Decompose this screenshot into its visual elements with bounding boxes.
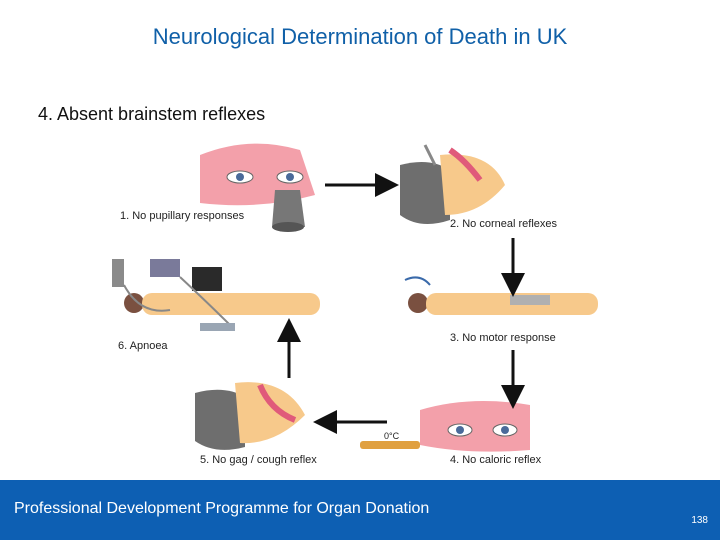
caloric-illustration [360,401,530,452]
step-5-label: 5. No gag / cough reflex [200,454,317,466]
brainstem-reflex-diagram: 1. No pupillary responses 2. No corneal … [112,143,598,466]
footer-bar: Professional Development Programme for O… [0,480,720,540]
slide-title: Neurological Determination of Death in U… [152,24,568,49]
corneal-illustration [400,144,505,224]
apnoea-illustration [112,259,320,331]
footer-text: Professional Development Programme for O… [14,500,430,517]
step-4-label: 4. No caloric reflex [450,454,542,466]
temperature-label: 0°C [384,431,400,441]
pupillary-illustration [200,143,315,232]
page-number: 138 [691,515,708,526]
gag-illustration [195,382,305,450]
step-6-label: 6. Apnoea [118,340,168,352]
step-3-label: 3. No motor response [450,332,556,344]
step-2-label: 2. No corneal reflexes [450,218,557,230]
motor-illustration [404,276,598,315]
step-1-label: 1. No pupillary responses [120,210,245,222]
slide-subtitle: 4. Absent brainstem reflexes [38,104,266,124]
